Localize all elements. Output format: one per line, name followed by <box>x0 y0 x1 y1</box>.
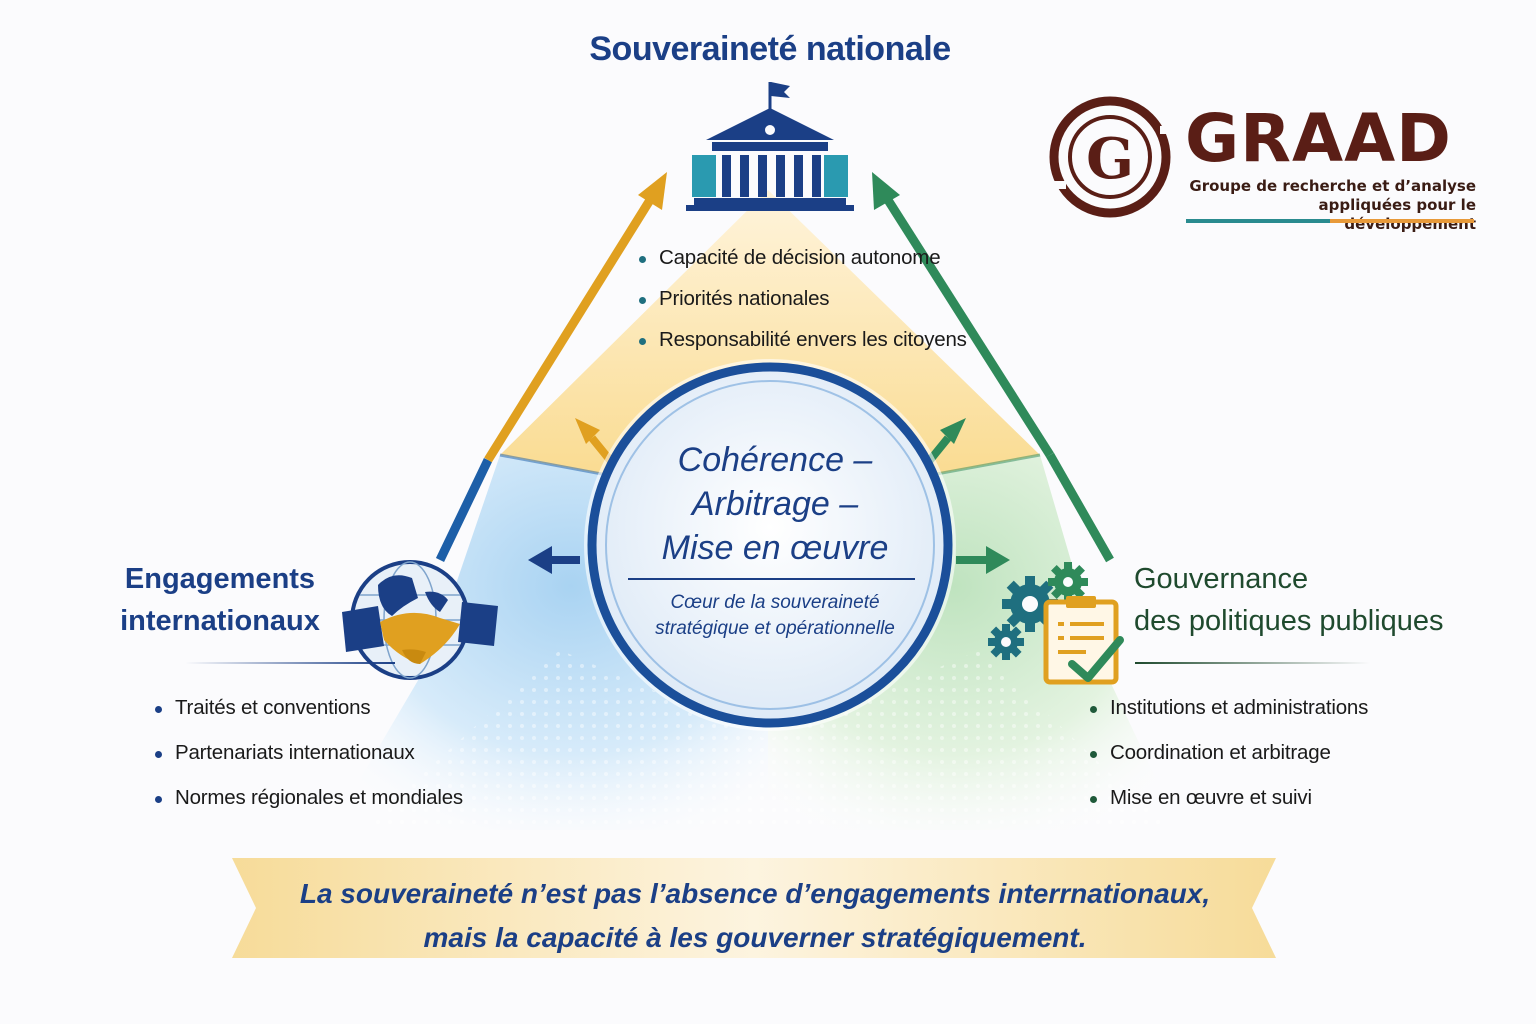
core-title: Cohérence – Arbitrage – Mise en œuvre <box>620 438 930 570</box>
title-gouvernance-line1: Gouvernance <box>1134 563 1309 595</box>
logo-bar-teal <box>1186 219 1330 223</box>
outer-arrow-left <box>435 172 667 562</box>
core-line3: Mise en œuvre <box>661 529 889 567</box>
inner-arrow-left <box>528 546 580 574</box>
list-item: Traités et conventions <box>153 696 463 741</box>
list-item: Coordination et arbitrage <box>1088 741 1368 786</box>
title-engagements-line2: internationaux <box>120 605 320 637</box>
list-item: Institutions et administrations <box>1088 696 1368 741</box>
quote-text: La souveraineté n’est pas l’absence d’en… <box>260 872 1250 960</box>
logo-bar-orange <box>1330 219 1474 223</box>
right-bullet-list: Institutions et administrations Coordina… <box>1088 696 1368 831</box>
inner-arrow-right <box>956 546 1010 574</box>
core-subtitle: Cœur de la souveraineté stratégique et o… <box>620 590 930 642</box>
globe-handshake-icon <box>342 560 498 680</box>
quote-banner <box>232 858 1276 958</box>
quote-line1: La souveraineté n’est pas l’absence d’en… <box>299 878 1211 909</box>
title-souverainete: Souveraineté nationale <box>589 30 951 68</box>
title-engagements: Engagements internationaux <box>70 558 370 642</box>
left-divider-rule <box>185 662 395 664</box>
right-divider-rule <box>1135 662 1370 664</box>
left-bullet-list: Traités et conventions Partenariats inte… <box>153 696 463 831</box>
title-gouvernance-line2: des politiques publiques <box>1134 605 1444 637</box>
core-sub-line2: stratégique et opérationnelle <box>655 618 895 639</box>
logo-tagline-line2: appliquées pour le développement <box>1318 196 1476 233</box>
logo-name: GRAAD <box>1185 100 1452 177</box>
quote-line2: mais la capacité à les gouverner stratég… <box>423 922 1087 953</box>
logo-tagline: Groupe de recherche et d’analyse appliqu… <box>1186 177 1476 234</box>
core-line2: Arbitrage – <box>691 485 859 523</box>
title-engagements-line1: Engagements <box>124 563 316 595</box>
core-circle <box>584 359 956 731</box>
list-item: Normes régionales et mondiales <box>153 786 463 831</box>
graad-logo-mark: G <box>1049 96 1175 218</box>
list-item: Responsabilité envers les citoyens <box>637 328 967 369</box>
government-building-icon <box>686 82 854 211</box>
outer-arrow-right <box>872 172 1114 563</box>
logo-letter: G <box>1086 126 1134 192</box>
list-item: Partenariats internationaux <box>153 741 463 786</box>
title-gouvernance: Gouvernance des politiques publiques <box>1134 558 1474 642</box>
list-item: Priorités nationales <box>637 287 967 328</box>
gears-clipboard-icon <box>988 562 1124 685</box>
logo-tagline-line1: Groupe de recherche et d’analyse <box>1189 177 1476 195</box>
core-line1: Cohérence – <box>677 441 873 479</box>
logo-color-bar <box>1186 219 1474 223</box>
core-sub-line1: Cœur de la souveraineté <box>670 592 880 613</box>
dot-texture <box>360 650 1170 830</box>
list-item: Capacité de décision autonome <box>637 246 967 287</box>
list-item: Mise en œuvre et suivi <box>1088 786 1368 831</box>
top-bullet-list: Capacité de décision autonome Priorités … <box>637 246 967 369</box>
